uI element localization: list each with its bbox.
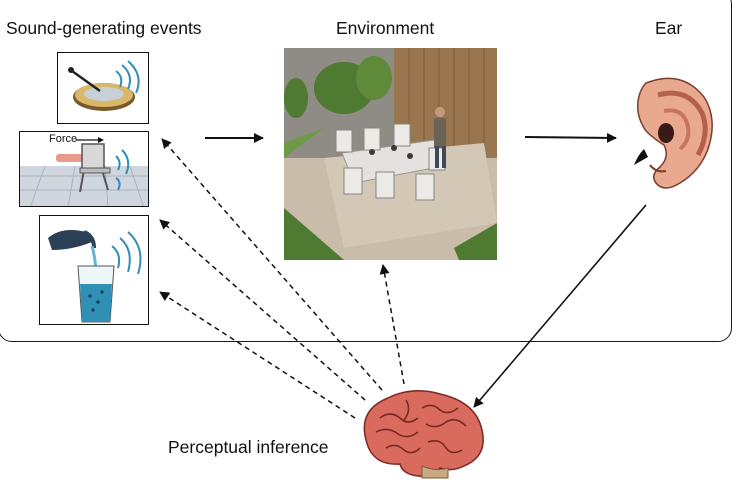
pan-illustration	[68, 60, 140, 111]
event-panel-chair	[19, 131, 149, 207]
perceptual-inference-label: Perceptual inference	[168, 437, 329, 457]
heading-environment: Environment	[336, 18, 435, 38]
event-panel-pan	[57, 52, 149, 124]
pouring-illustration	[48, 230, 142, 323]
heading-ear: Ear	[655, 18, 683, 38]
chair-illustration	[20, 132, 148, 206]
heading-sound-generating-events: Sound-generating events	[6, 18, 202, 38]
ear-icon	[628, 75, 716, 193]
brain-icon	[356, 388, 492, 479]
force-label: Force	[49, 133, 78, 145]
environment-courtyard-image	[284, 48, 497, 260]
event-panel-pouring	[39, 215, 149, 325]
